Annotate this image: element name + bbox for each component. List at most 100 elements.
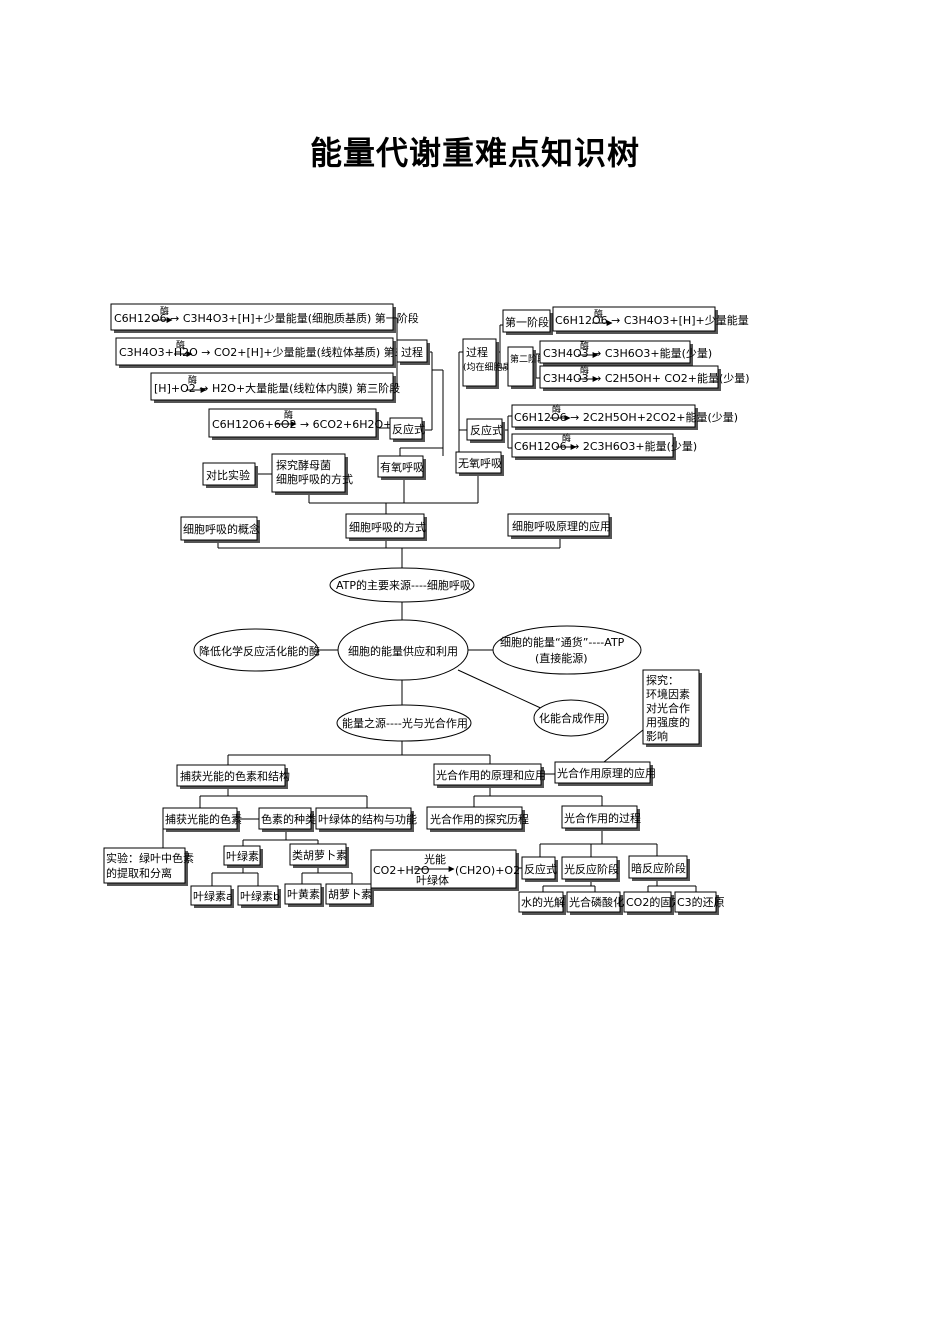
aerobic-reaction-box: 反应式 [389, 417, 425, 442]
anaerobic-stage-2b: 酶 C3H4O3 → C2H5OH+ CO2+能量(少量) [539, 364, 750, 391]
aerobic-stage-2: 酶 C3H4O3+H2O → CO2+[H]+少量能量(线粒体基质) 第二阶段 [115, 337, 428, 368]
xanthophyll-box: 叶黄素 [284, 883, 324, 907]
resp-mode-box: 细胞呼吸的方式 [345, 513, 427, 541]
svg-text:光合作用的探究历程: 光合作用的探究历程 [430, 812, 529, 826]
svg-text:过程: 过程 [401, 346, 423, 359]
svg-text:细胞的能量“通货”----ATP: 细胞的能量“通货”----ATP [500, 635, 625, 649]
svg-text:对比实验: 对比实验 [206, 468, 250, 482]
page-title: 能量代谢重难点知识树 [309, 134, 640, 172]
svg-text:能量之源----光与光合作用: 能量之源----光与光合作用 [342, 716, 468, 730]
aerobic-stage-3-text: [H]+O2 → H2O+大量能量(线粒体内膜) 第三阶段 [154, 381, 400, 395]
svg-text:C3H4O3 → C3H6O3+能量(少量): C3H4O3 → C3H6O3+能量(少量) [543, 346, 712, 360]
svg-text:光合作用的过程: 光合作用的过程 [564, 811, 641, 825]
svg-text:(CH2O)+O2: (CH2O)+O2 [455, 864, 520, 877]
photophosphorylation-box: 光合磷酸化 [566, 891, 624, 915]
pigment-types-box: 色素的种类 [258, 807, 316, 832]
aerobic-equation-text: C6H12O6+6O2 → 6CO2+6H2O+能量 [212, 417, 414, 431]
svg-text:有氧呼吸: 有氧呼吸 [380, 460, 424, 474]
aerobic-equation: 酶 C6H12O6+6O2 → 6CO2+6H2O+能量 [208, 408, 414, 440]
svg-text:C6H12O6 → 2C3H6O3+能量(少量): C6H12O6 → 2C3H6O3+能量(少量) [514, 439, 697, 453]
svg-text:化能合成作用: 化能合成作用 [539, 711, 605, 725]
light-reaction-box: 光反应阶段 [561, 856, 620, 882]
svg-text:捕获光能的色素: 捕获光能的色素 [165, 812, 242, 826]
photo-reaction-box: 反应式 [521, 856, 558, 882]
c3-reduction-box: C3的还原 [674, 891, 725, 915]
svg-text:细胞呼吸的概念: 细胞呼吸的概念 [183, 522, 260, 536]
svg-text:叶绿素a: 叶绿素a [193, 889, 233, 903]
resp-application-box: 细胞呼吸原理的应用 [507, 513, 612, 539]
svg-text:第二阶段: 第二阶段 [510, 353, 546, 365]
svg-text:光合磷酸化: 光合磷酸化 [569, 895, 624, 909]
svg-text:降低化学反应活化能的酶: 降低化学反应活化能的酶 [199, 644, 320, 658]
svg-text:反应式: 反应式 [392, 422, 425, 436]
svg-text:色素的种类: 色素的种类 [261, 812, 316, 826]
svg-text:胡萝卜素: 胡萝卜素 [328, 887, 372, 901]
aerobic-stage-2-text: C3H4O3+H2O → CO2+[H]+少量能量(线粒体基质) 第二阶段 [119, 345, 428, 359]
atp-source-ellipse: ATP的主要来源----细胞呼吸 [329, 567, 475, 603]
svg-text:叶绿体的结构与功能: 叶绿体的结构与功能 [318, 812, 417, 826]
svg-text:无氧呼吸: 无氧呼吸 [458, 456, 502, 470]
photo-history-box: 光合作用的探究历程 [426, 806, 529, 832]
svg-text:过程: 过程 [466, 346, 488, 359]
co2-fixation-box: CO2的固定 [623, 891, 682, 915]
svg-text:暗反应阶段: 暗反应阶段 [631, 861, 686, 875]
photosynthesis-ellipse: 能量之源----光与光合作用 [336, 704, 472, 742]
enzyme-label: 酶 [552, 403, 561, 415]
anaerobic-stage2-label: 第二阶段 [507, 346, 546, 389]
photo-principle-box: 光合作用的原理和应用 [433, 763, 546, 788]
photo-process-box: 光合作用的过程 [561, 805, 641, 831]
enzyme-label: 酶 [284, 409, 293, 421]
explore-environment-box: 探究： 环境因素 对光合作 用强度的 影响 [642, 669, 702, 747]
anaerobic-reaction-box: 反应式 [466, 418, 505, 443]
svg-text:细胞呼吸的方式: 细胞呼吸的方式 [349, 520, 426, 534]
contrast-experiment-box: 对比实验 [202, 462, 258, 488]
capture-pigment-box: 捕获光能的色素 [162, 807, 242, 832]
resp-concept-box: 细胞呼吸的概念 [180, 516, 260, 543]
svg-text:光合作用的原理和应用: 光合作用的原理和应用 [436, 768, 546, 782]
svg-text:ATP的主要来源----细胞呼吸: ATP的主要来源----细胞呼吸 [336, 578, 471, 592]
chl-a-box: 叶绿素a [190, 885, 234, 908]
enzyme-label: 酶 [580, 340, 589, 352]
svg-text:C3H4O3 → C2H5OH+ CO2+能量(少量): C3H4O3 → C2H5OH+ CO2+能量(少量) [543, 371, 750, 385]
svg-text:类胡萝卜素: 类胡萝卜素 [292, 848, 347, 862]
carotene-box: 胡萝卜素 [325, 883, 374, 907]
svg-text:反应式: 反应式 [524, 862, 557, 876]
photo-equation: CO2+H2O 光能 叶绿体 (CH2O)+O2 [370, 849, 520, 891]
aerobic-process-box: 过程 [396, 339, 430, 365]
svg-text:光反应阶段: 光反应阶段 [564, 862, 619, 876]
aerobic-box: 有氧呼吸 [377, 455, 426, 480]
yeast-explore-text: 探究酵母菌 细胞呼吸的方式 [276, 458, 353, 486]
photo-application-box: 光合作用原理的应用 [554, 761, 656, 786]
enzyme-label: 酶 [594, 308, 603, 320]
svg-text:CO2+H2O: CO2+H2O [373, 864, 430, 877]
experiment-text: 实验：绿叶中色素 的提取和分离 [106, 851, 198, 880]
atp-currency-ellipse: 细胞的能量“通货”----ATP (直接能源) [492, 625, 642, 675]
anaerobic-eq-2: 酶 C6H12O6 → 2C3H6O3+能量(少量) [511, 432, 697, 460]
anaerobic-stage-2a: 酶 C3H4O3 → C3H6O3+能量(少量) [539, 340, 712, 366]
chemosynthesis-ellipse: 化能合成作用 [533, 699, 609, 737]
dark-reaction-box: 暗反应阶段 [628, 855, 690, 881]
enzyme-label: 酶 [160, 305, 169, 317]
svg-text:反应式: 反应式 [470, 423, 503, 437]
aerobic-stage-3: 酶 [H]+O2 → H2O+大量能量(线粒体内膜) 第三阶段 [150, 372, 400, 403]
aerobic-stage-1: 酶 C6H12O6 → C3H4O3+[H]+少量能量(细胞质基质) 第一阶段 [110, 303, 419, 333]
svg-text:细胞的能量供应和利用: 细胞的能量供应和利用 [348, 644, 458, 658]
svg-text:CO2的固定: CO2的固定 [626, 895, 682, 909]
svg-text:C6H12O6 → C3H4O3+[H]+少量能量: C6H12O6 → C3H4O3+[H]+少量能量 [555, 313, 749, 327]
capture-struct-box: 捕获光能的色素和结构 [176, 764, 290, 789]
explore-environment-text: 探究： 环境因素 对光合作 用强度的 影响 [646, 673, 694, 743]
enzyme-label: 酶 [562, 432, 571, 444]
svg-text:光合作用原理的应用: 光合作用原理的应用 [557, 766, 656, 780]
water-split-box: 水的光解 [518, 891, 566, 915]
svg-text:叶绿体: 叶绿体 [416, 873, 449, 887]
anaerobic-box: 无氧呼吸 [455, 451, 504, 476]
svg-text:叶绿素: 叶绿素 [226, 849, 259, 863]
chloroplast-box: 叶绿体的结构与功能 [315, 807, 417, 832]
svg-text:水的光解: 水的光解 [521, 895, 565, 909]
svg-text:C6H12O6 → 2C2H5OH+2CO2+能量(少量): C6H12O6 → 2C2H5OH+2CO2+能量(少量) [514, 410, 738, 424]
svg-text:光能: 光能 [424, 852, 446, 866]
center-ellipse: 细胞的能量供应和利用 [337, 619, 469, 681]
anaerobic-stage-1: 酶 C6H12O6 → C3H4O3+[H]+少量能量 [552, 306, 749, 334]
enzyme-label: 酶 [580, 364, 589, 376]
